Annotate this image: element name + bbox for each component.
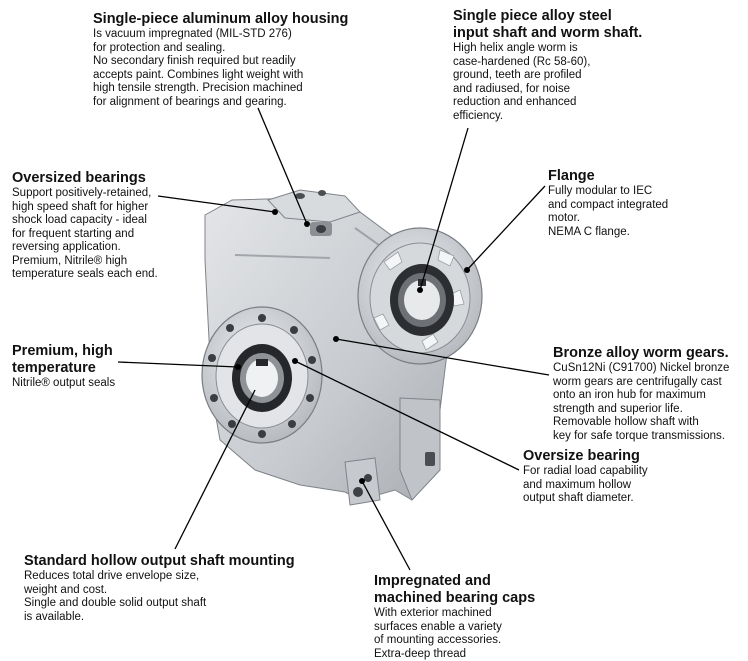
- callout-oversized-bearings: Oversized bearings Support positively-re…: [12, 170, 158, 282]
- callout-title: Flange: [548, 168, 595, 184]
- callout-title: Bronze alloy worm gears.: [553, 345, 729, 361]
- callout-housing: Single-piece aluminum alloy housing Is v…: [93, 11, 348, 109]
- callout-title: Standard hollow output shaft mounting: [24, 553, 295, 569]
- leader-lines: [117, 107, 550, 571]
- callout-bronze-gears: Bronze alloy worm gears. CuSn12Ni (C9170…: [553, 345, 729, 443]
- leader-dots: [235, 209, 470, 484]
- callout-title: Single-piece aluminum alloy housing: [93, 11, 349, 27]
- callout-description: Support positively-retained,high speed s…: [12, 187, 158, 280]
- callout-hollow-shaft: Standard hollow output shaft mounting Re…: [24, 553, 295, 624]
- callout-title: Oversized bearings: [12, 170, 146, 186]
- output-bearing-cap: [201, 306, 323, 444]
- callout-description: Nitrile® output seals: [12, 377, 116, 389]
- callout-description: Is vacuum impregnated (MIL-STD 276)for p…: [93, 28, 304, 108]
- callout-description: Reduces total drive envelope size,weight…: [24, 570, 207, 623]
- callout-title: Oversize bearing: [523, 448, 640, 464]
- callout-oversize-bearing: Oversize bearing For radial load capabil…: [523, 448, 648, 506]
- input-flange: [357, 227, 483, 365]
